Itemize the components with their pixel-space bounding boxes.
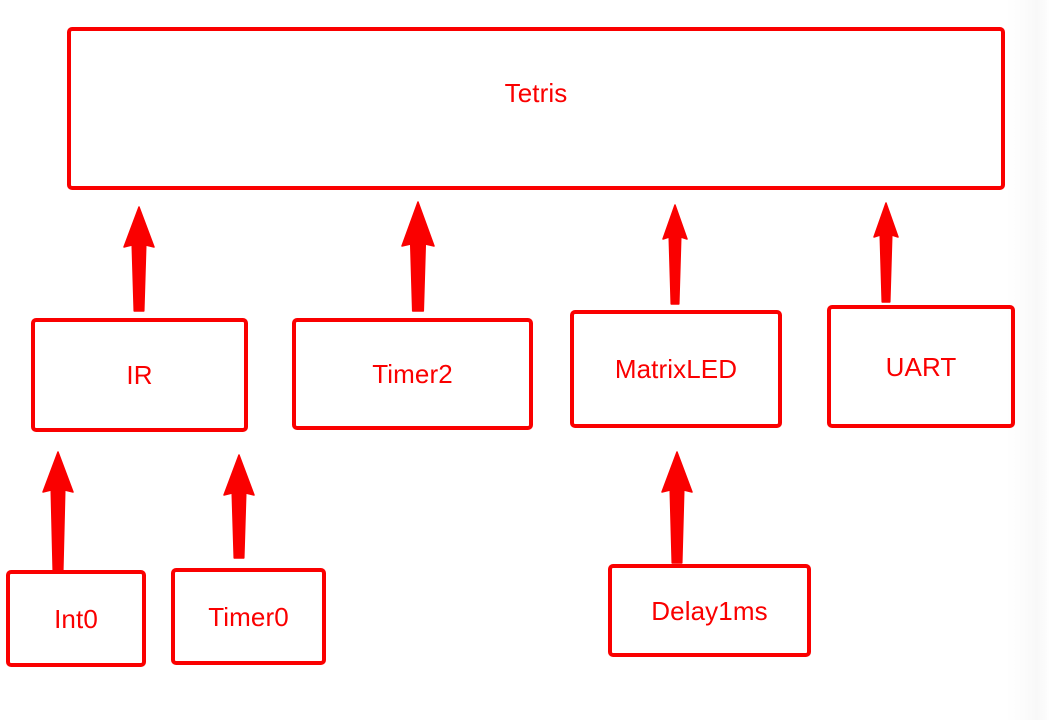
node-int0[interactable]: Int0	[6, 570, 146, 667]
node-timer2[interactable]: Timer2	[292, 318, 533, 430]
arrow-uart-to-tetris	[873, 202, 899, 303]
node-delay1ms[interactable]: Delay1ms	[608, 564, 811, 657]
arrow-int0-to-ir	[42, 451, 74, 573]
arrow-delay1ms-to-matrixled	[661, 451, 693, 564]
node-matrixled[interactable]: MatrixLED	[570, 310, 782, 428]
node-label-timer0: Timer0	[208, 601, 289, 632]
node-tetris[interactable]: Tetris	[67, 27, 1005, 190]
node-timer0[interactable]: Timer0	[171, 568, 326, 665]
node-label-tetris: Tetris	[504, 78, 568, 108]
node-label-int0: Int0	[54, 603, 98, 634]
arrow-matrixled-to-tetris	[662, 204, 688, 305]
arrow-timer0-to-ir	[223, 454, 255, 559]
node-ir[interactable]: IR	[31, 318, 248, 432]
arrow-timer2-to-tetris	[401, 201, 435, 312]
node-label-matrixled: MatrixLED	[614, 354, 738, 384]
node-label-ir: IR	[126, 360, 153, 390]
node-uart[interactable]: UART	[827, 305, 1015, 428]
node-label-delay1ms: Delay1ms	[651, 595, 768, 626]
node-label-uart: UART	[885, 351, 957, 382]
node-label-timer2: Timer2	[372, 359, 453, 389]
arrow-ir-to-tetris	[123, 206, 155, 312]
